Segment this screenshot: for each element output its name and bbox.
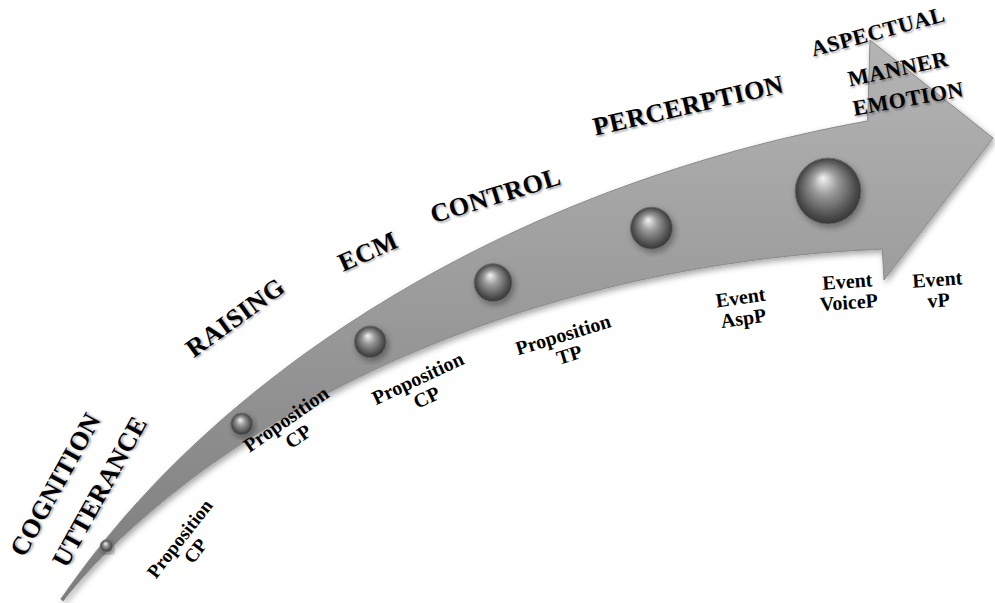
- dot-marker: [100, 540, 112, 552]
- complement-label: Event vP: [912, 267, 965, 312]
- complement-label: Event VoiceP: [817, 269, 878, 315]
- complement-label: Proposition CP: [240, 383, 345, 474]
- dot-group: [100, 158, 861, 552]
- complement-label: Proposition CP: [143, 496, 232, 594]
- dot-marker: [354, 326, 386, 358]
- verb-class-label: RAISING: [181, 273, 290, 363]
- dot-marker: [474, 264, 512, 302]
- verb-class-label: PERCERPTION: [590, 71, 786, 141]
- verb-class-label: CONTROL: [426, 163, 563, 229]
- dot-marker: [631, 207, 673, 249]
- complement-label: Proposition CP: [368, 348, 475, 428]
- complement-label: Proposition TP: [513, 311, 620, 380]
- arrow-band: [61, 40, 993, 601]
- dot-marker: [795, 158, 861, 224]
- verb-class-label: ECM: [334, 227, 402, 277]
- complement-label: Event AspP: [714, 284, 769, 333]
